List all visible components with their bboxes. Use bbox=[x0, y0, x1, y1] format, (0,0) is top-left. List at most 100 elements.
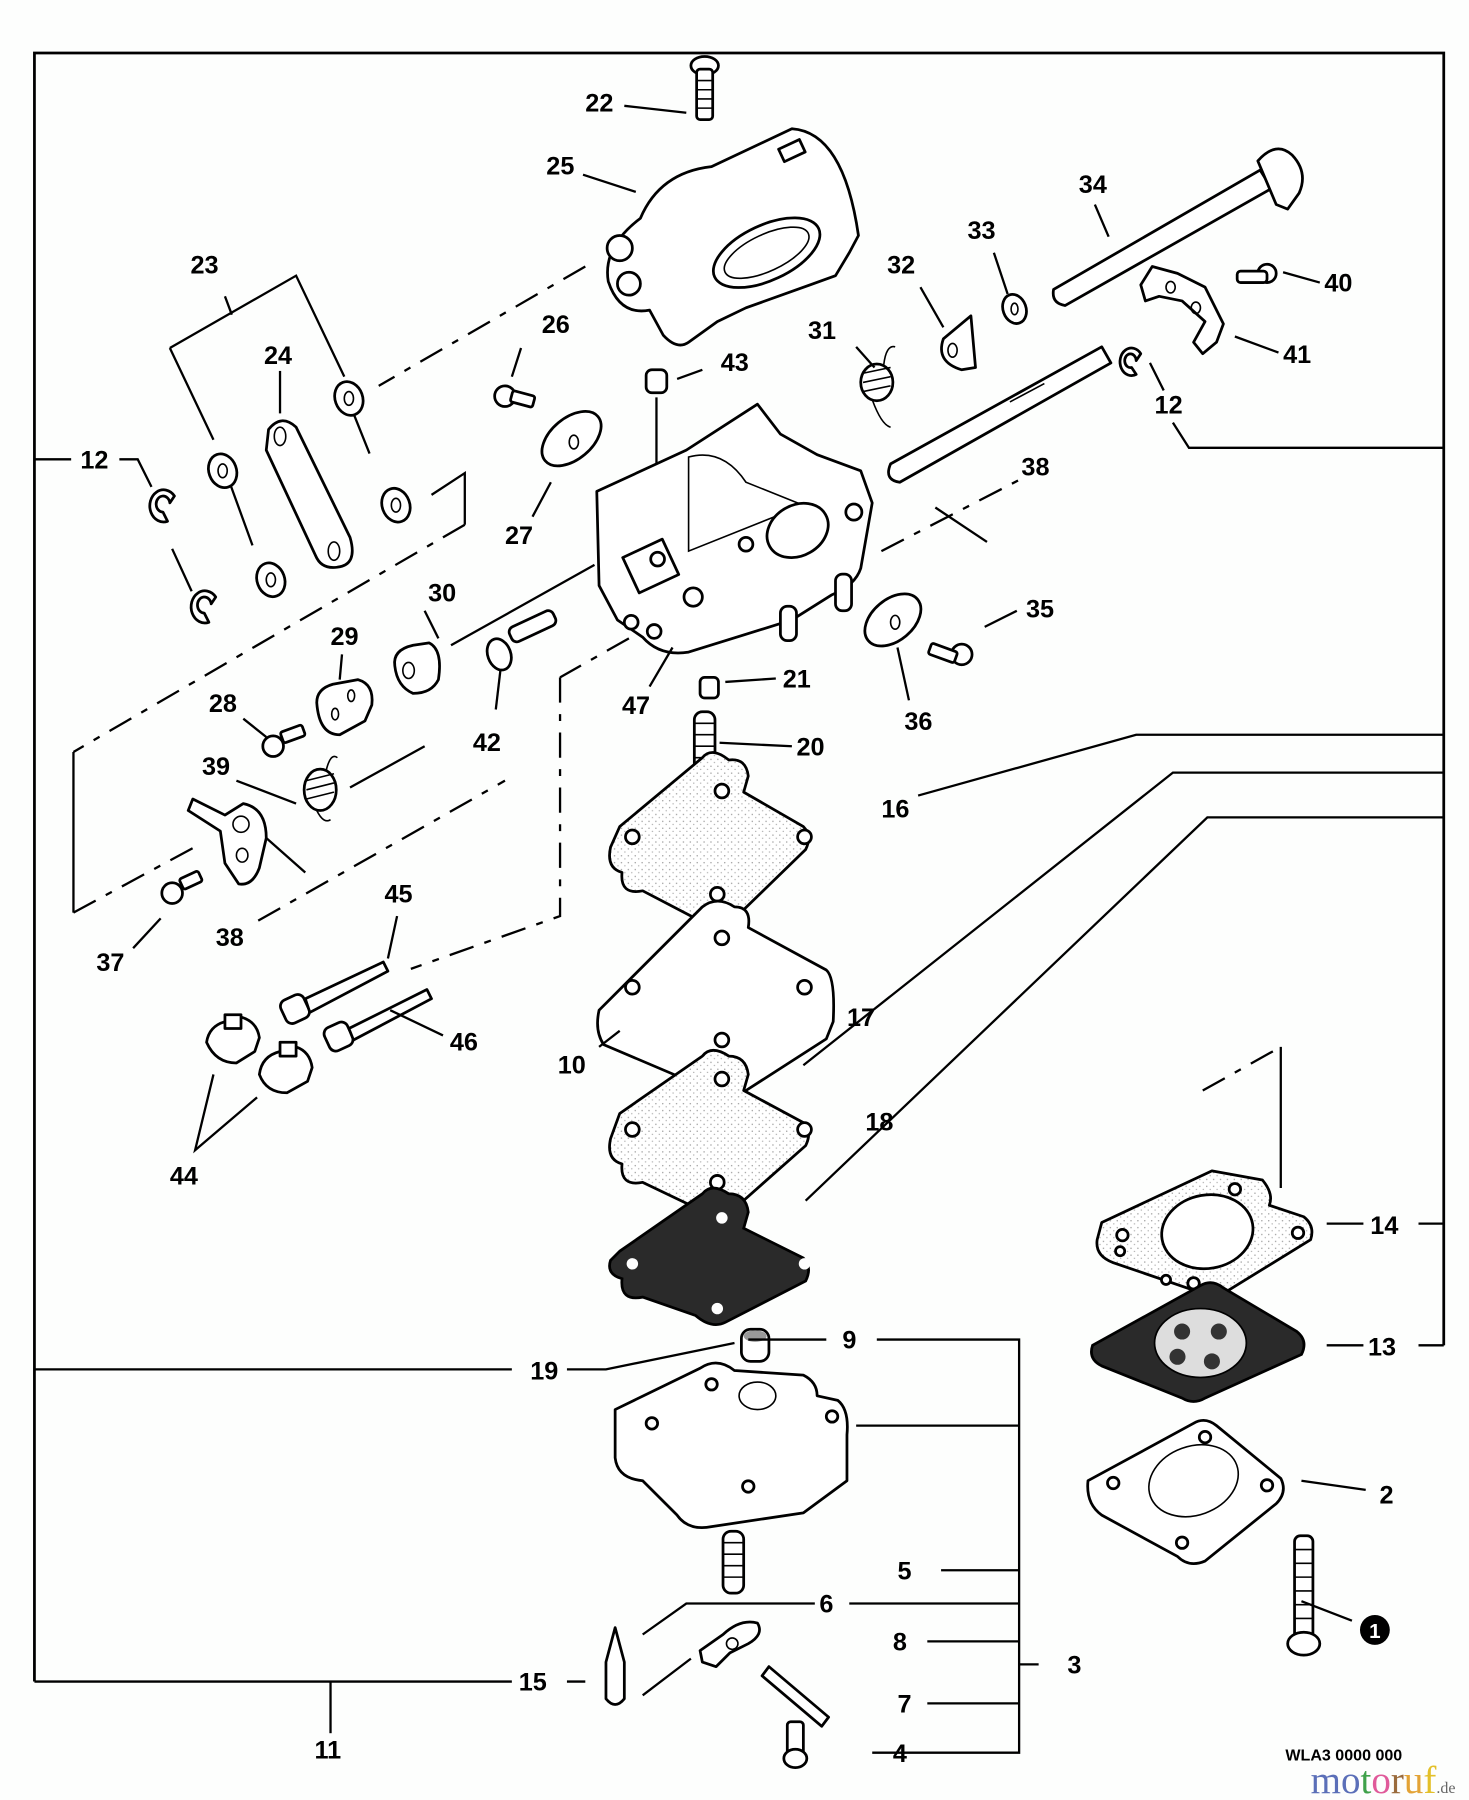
watermark-letter: r bbox=[1391, 1759, 1404, 1800]
part-2-gasket[interactable] bbox=[1086, 1419, 1285, 1566]
label-16[interactable]: 16 bbox=[881, 795, 909, 823]
label-40[interactable]: 40 bbox=[1324, 270, 1352, 298]
part-27-choke-plate[interactable] bbox=[532, 401, 611, 477]
part-24-link[interactable] bbox=[264, 419, 354, 569]
label-42[interactable]: 42 bbox=[473, 729, 501, 757]
part-30-bushing[interactable] bbox=[393, 641, 441, 695]
part-28-screw[interactable] bbox=[261, 723, 307, 758]
part-3-pump-cover[interactable] bbox=[613, 1361, 849, 1530]
label-37[interactable]: 37 bbox=[96, 949, 124, 977]
label-22[interactable]: 22 bbox=[585, 90, 613, 118]
label-7[interactable]: 7 bbox=[897, 1691, 911, 1719]
label-23[interactable]: 23 bbox=[191, 251, 219, 279]
part-45-adjusting-needle[interactable] bbox=[278, 960, 390, 1026]
label-19[interactable]: 19 bbox=[530, 1358, 558, 1386]
part-21-plug[interactable] bbox=[698, 675, 720, 700]
part-25-valve-housing[interactable] bbox=[605, 127, 860, 347]
part-40-screw[interactable] bbox=[1235, 262, 1278, 284]
label-43[interactable]: 43 bbox=[721, 349, 749, 377]
part-8-inlet-lever[interactable] bbox=[698, 1620, 761, 1669]
part-23-washer-set[interactable] bbox=[204, 378, 415, 601]
leader-lines bbox=[132, 104, 1366, 1622]
label-9[interactable]: 9 bbox=[842, 1327, 856, 1355]
label-38-right[interactable]: 38 bbox=[1021, 453, 1049, 481]
label-36[interactable]: 36 bbox=[904, 708, 932, 736]
part-16-gasket[interactable] bbox=[608, 751, 813, 931]
part-26-screw[interactable] bbox=[493, 384, 537, 409]
label-29[interactable]: 29 bbox=[331, 623, 359, 651]
label-1-text: 1 bbox=[1369, 1620, 1380, 1643]
label-14[interactable]: 14 bbox=[1370, 1212, 1398, 1240]
part-33-washer[interactable] bbox=[999, 291, 1031, 327]
label-13[interactable]: 13 bbox=[1368, 1334, 1396, 1362]
group-bracket-lines bbox=[34, 265, 1445, 1754]
part-38-choke-shaft[interactable] bbox=[887, 345, 1113, 484]
label-31[interactable]: 31 bbox=[808, 317, 836, 345]
watermark-motoruf: motoruf.de bbox=[1311, 1759, 1456, 1800]
label-33[interactable]: 33 bbox=[967, 217, 995, 245]
label-4[interactable]: 4 bbox=[893, 1740, 907, 1768]
label-20[interactable]: 20 bbox=[796, 733, 824, 761]
part-29-plate[interactable] bbox=[315, 678, 374, 737]
label-35[interactable]: 35 bbox=[1026, 596, 1054, 624]
part-35-screw[interactable] bbox=[927, 642, 974, 667]
part-12-e-clip-right[interactable] bbox=[1118, 346, 1143, 377]
label-32[interactable]: 32 bbox=[887, 251, 915, 279]
label-44[interactable]: 44 bbox=[170, 1163, 198, 1191]
part-15-inlet-needle[interactable] bbox=[604, 1626, 626, 1706]
label-17[interactable]: 17 bbox=[847, 1004, 875, 1032]
label-25[interactable]: 25 bbox=[546, 153, 574, 181]
part-7-pin[interactable] bbox=[760, 1665, 830, 1728]
label-15[interactable]: 15 bbox=[519, 1669, 547, 1697]
label-11[interactable]: 11 bbox=[314, 1736, 341, 1764]
label-38-left[interactable]: 38 bbox=[216, 924, 244, 952]
part-18-metering-diaphragm[interactable] bbox=[608, 1186, 811, 1326]
part-41-lever[interactable] bbox=[1139, 265, 1225, 356]
label-6[interactable]: 6 bbox=[819, 1591, 833, 1619]
label-47[interactable]: 47 bbox=[622, 692, 650, 720]
label-39[interactable]: 39 bbox=[202, 753, 230, 781]
label-18[interactable]: 18 bbox=[865, 1109, 893, 1137]
part-22-screw[interactable] bbox=[689, 55, 720, 121]
part-34-throttle-shaft[interactable] bbox=[1051, 147, 1304, 307]
label-12-right[interactable]: 12 bbox=[1155, 391, 1183, 419]
label-8[interactable]: 8 bbox=[893, 1629, 907, 1657]
part-1-screw[interactable] bbox=[1286, 1534, 1322, 1657]
watermark-letter: u bbox=[1404, 1759, 1424, 1800]
part-37-screw[interactable] bbox=[160, 869, 204, 905]
label-5[interactable]: 5 bbox=[897, 1557, 911, 1585]
label-27[interactable]: 27 bbox=[505, 522, 533, 550]
label-26[interactable]: 26 bbox=[542, 311, 570, 339]
part-39-spring[interactable] bbox=[302, 755, 338, 822]
part-12-e-clip-left[interactable] bbox=[148, 488, 218, 625]
part-19-screen[interactable] bbox=[740, 1327, 771, 1363]
part-47-carburetor-body[interactable] bbox=[595, 402, 874, 655]
part-5-spring[interactable] bbox=[721, 1529, 746, 1595]
label-28[interactable]: 28 bbox=[209, 690, 237, 718]
part-44-limiter-caps[interactable] bbox=[193, 1013, 314, 1154]
label-46[interactable]: 46 bbox=[450, 1028, 478, 1056]
label-21[interactable]: 21 bbox=[783, 666, 811, 694]
label-10[interactable]: 10 bbox=[558, 1051, 586, 1079]
label-41[interactable]: 41 bbox=[1283, 341, 1311, 369]
part-42-idle-screw[interactable] bbox=[483, 609, 558, 674]
part-31-spring[interactable] bbox=[859, 345, 896, 428]
label-2[interactable]: 2 bbox=[1379, 1482, 1393, 1510]
label-24[interactable]: 24 bbox=[264, 342, 292, 370]
watermark-letter: o bbox=[1371, 1759, 1391, 1800]
part-4-screw[interactable] bbox=[782, 1720, 809, 1770]
part-36-throttle-plate[interactable] bbox=[855, 583, 931, 656]
part-46-adjusting-needle[interactable] bbox=[322, 988, 433, 1054]
label-3[interactable]: 3 bbox=[1067, 1652, 1081, 1680]
part-32-lever[interactable] bbox=[940, 314, 977, 372]
part-38-choke-lever[interactable] bbox=[186, 797, 268, 886]
label-1-highlighted[interactable]: 1 bbox=[1359, 1614, 1390, 1645]
label-12-left[interactable]: 12 bbox=[80, 446, 108, 474]
part-14-pump-gasket[interactable] bbox=[1095, 1169, 1314, 1299]
part-17-gasket[interactable] bbox=[608, 1048, 813, 1221]
part-13-pump-diaphragm[interactable] bbox=[1090, 1281, 1306, 1403]
label-34[interactable]: 34 bbox=[1079, 171, 1107, 199]
watermark-letter: f bbox=[1423, 1759, 1436, 1800]
label-30[interactable]: 30 bbox=[428, 580, 456, 608]
label-45[interactable]: 45 bbox=[384, 880, 412, 908]
